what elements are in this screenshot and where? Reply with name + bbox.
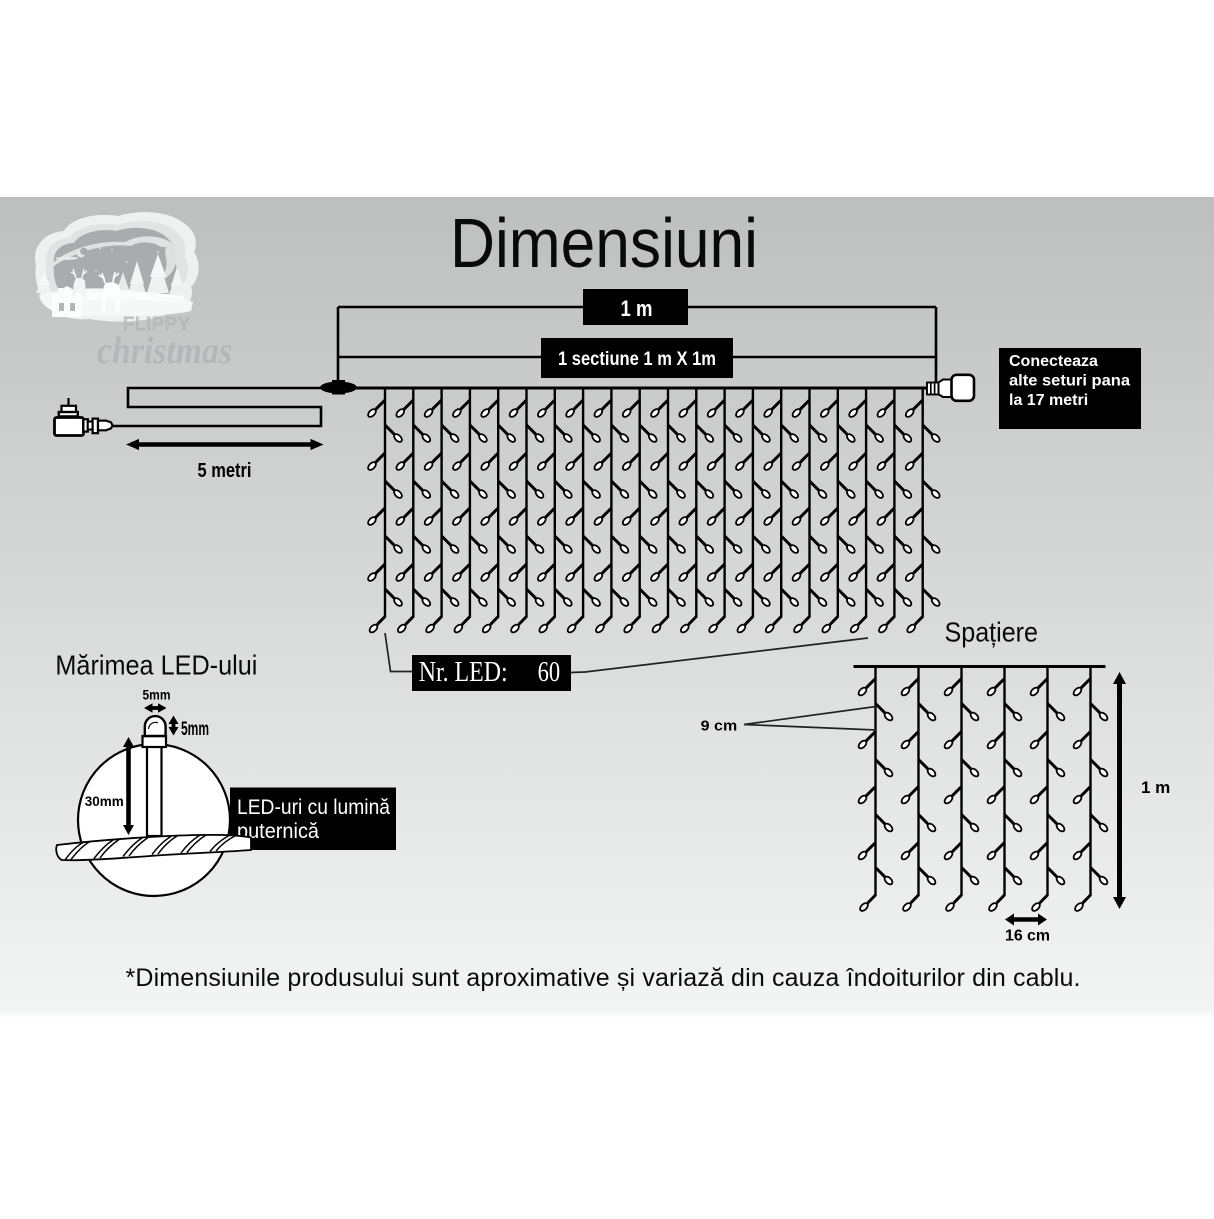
svg-text:Conecteaza: Conecteaza: [1009, 353, 1098, 370]
svg-text:1 m: 1 m: [621, 296, 653, 321]
svg-text:*Dimensiunile produsului sunt: *Dimensiunile produsului sunt aproximati…: [126, 964, 1081, 992]
svg-text:LED-uri cu lumină: LED-uri cu lumină: [237, 796, 390, 819]
svg-text:Mărimea LED-ului: Mărimea LED-ului: [55, 650, 257, 681]
svg-text:9 cm: 9 cm: [701, 718, 738, 735]
svg-text:Dimensiuni: Dimensiuni: [450, 204, 758, 282]
svg-text:1 sectiune 1 m X 1m: 1 sectiune 1 m X 1m: [558, 348, 716, 370]
svg-text:christmas: christmas: [97, 330, 232, 372]
svg-text:FLIPPY: FLIPPY: [123, 314, 195, 334]
svg-text:30mm: 30mm: [85, 794, 124, 809]
svg-text:Spațiere: Spațiere: [945, 617, 1039, 648]
svg-text:60: 60: [538, 657, 561, 688]
svg-text:puternică: puternică: [237, 820, 319, 843]
svg-text:5mm: 5mm: [143, 687, 171, 702]
svg-text:16 cm: 16 cm: [1005, 928, 1050, 945]
svg-text:5mm: 5mm: [181, 719, 209, 740]
svg-text:alte seturi pana: alte seturi pana: [1009, 373, 1130, 390]
svg-text:la 17 metri: la 17 metri: [1009, 392, 1088, 409]
svg-text:1 m: 1 m: [1141, 778, 1170, 797]
svg-text:5 metri: 5 metri: [198, 460, 252, 482]
svg-text:Nr. LED:: Nr. LED:: [419, 657, 508, 688]
